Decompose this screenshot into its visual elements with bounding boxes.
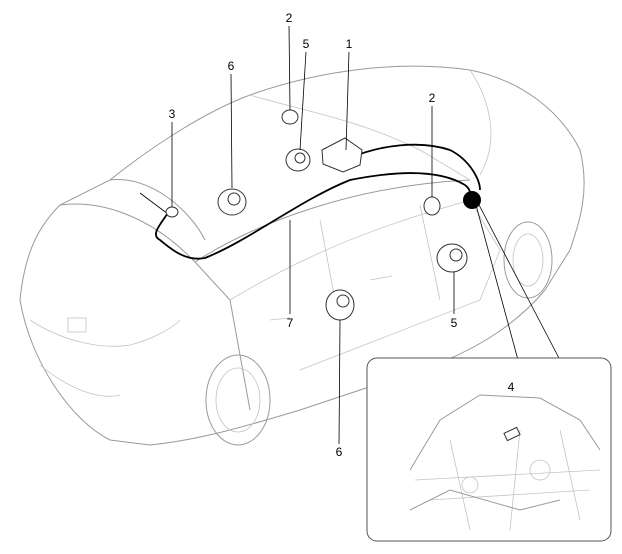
callout-2-front-tweeter: 2 bbox=[429, 91, 436, 105]
callout-4-connector: 4 bbox=[508, 380, 515, 394]
callout-5-rear-speaker: 5 bbox=[303, 37, 310, 51]
callout-6-rear-door-speaker: 6 bbox=[228, 59, 235, 73]
detail-inset bbox=[366, 357, 612, 542]
callout-5-front-speaker: 5 bbox=[451, 316, 458, 330]
callout-1-amplifier: 1 bbox=[346, 37, 353, 51]
amplifier-unit bbox=[321, 137, 363, 173]
callout-6-front-door-speaker: 6 bbox=[336, 445, 343, 459]
callout-7-harness: 7 bbox=[287, 316, 294, 330]
speakers bbox=[165, 109, 468, 321]
wiring-harness bbox=[155, 143, 481, 260]
leader-lines bbox=[171, 25, 514, 445]
connector-marker bbox=[463, 191, 481, 209]
callout-2-rear-tweeter: 2 bbox=[286, 11, 293, 25]
car-body-outline bbox=[19, 65, 585, 446]
callout-3-antenna: 3 bbox=[169, 107, 176, 121]
